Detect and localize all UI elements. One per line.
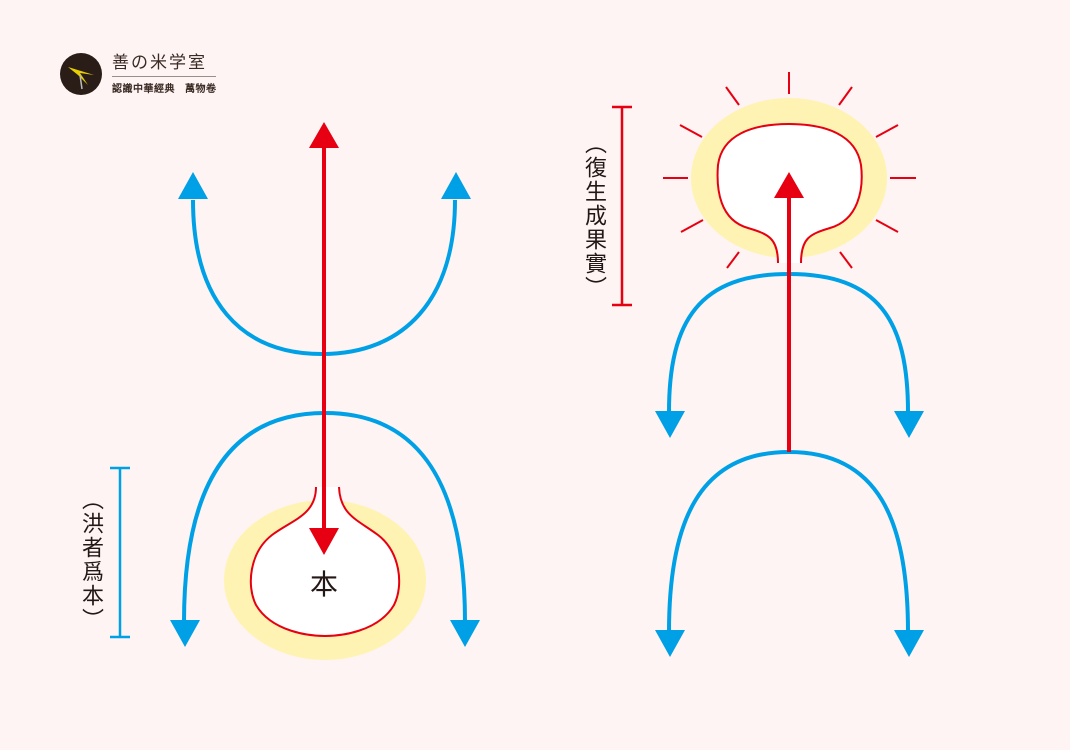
red-arrow-up-fruit-icon <box>774 172 804 198</box>
left-bracket-label: ︵洪者爲本︶ <box>78 488 103 632</box>
lower-blue-arch <box>667 449 910 633</box>
arrow-down-upper-left-icon <box>655 411 685 438</box>
arrow-up-right-icon <box>441 172 471 199</box>
arrow-down-right-icon <box>450 620 480 647</box>
arrow-down-lower-left-icon <box>655 630 685 657</box>
seed-outline <box>249 486 401 638</box>
arrow-up-left-icon <box>178 172 208 199</box>
logo-subtitle: 認識中華經典 萬物卷 <box>112 80 216 95</box>
arrow-down-upper-right-icon <box>894 411 924 438</box>
seed-center-char: 本 <box>310 568 339 601</box>
red-arrow-up-icon <box>309 122 339 148</box>
red-arrow-down-icon <box>309 528 339 555</box>
sun-rays <box>663 72 916 269</box>
bird-logo-icon <box>60 53 102 95</box>
arrow-down-lower-right-icon <box>894 630 924 657</box>
arrow-down-left-icon <box>170 620 200 647</box>
logo: 善の米学室 認識中華經典 萬物卷 <box>60 53 217 95</box>
logo-subtitle-right: 萬物卷 <box>184 84 217 95</box>
logo-title: 善の米学室 <box>112 53 217 77</box>
right-bracket-label: ︵復生成果實︶ <box>581 132 606 300</box>
logo-subtitle-left: 認識中華經典 <box>112 84 175 95</box>
